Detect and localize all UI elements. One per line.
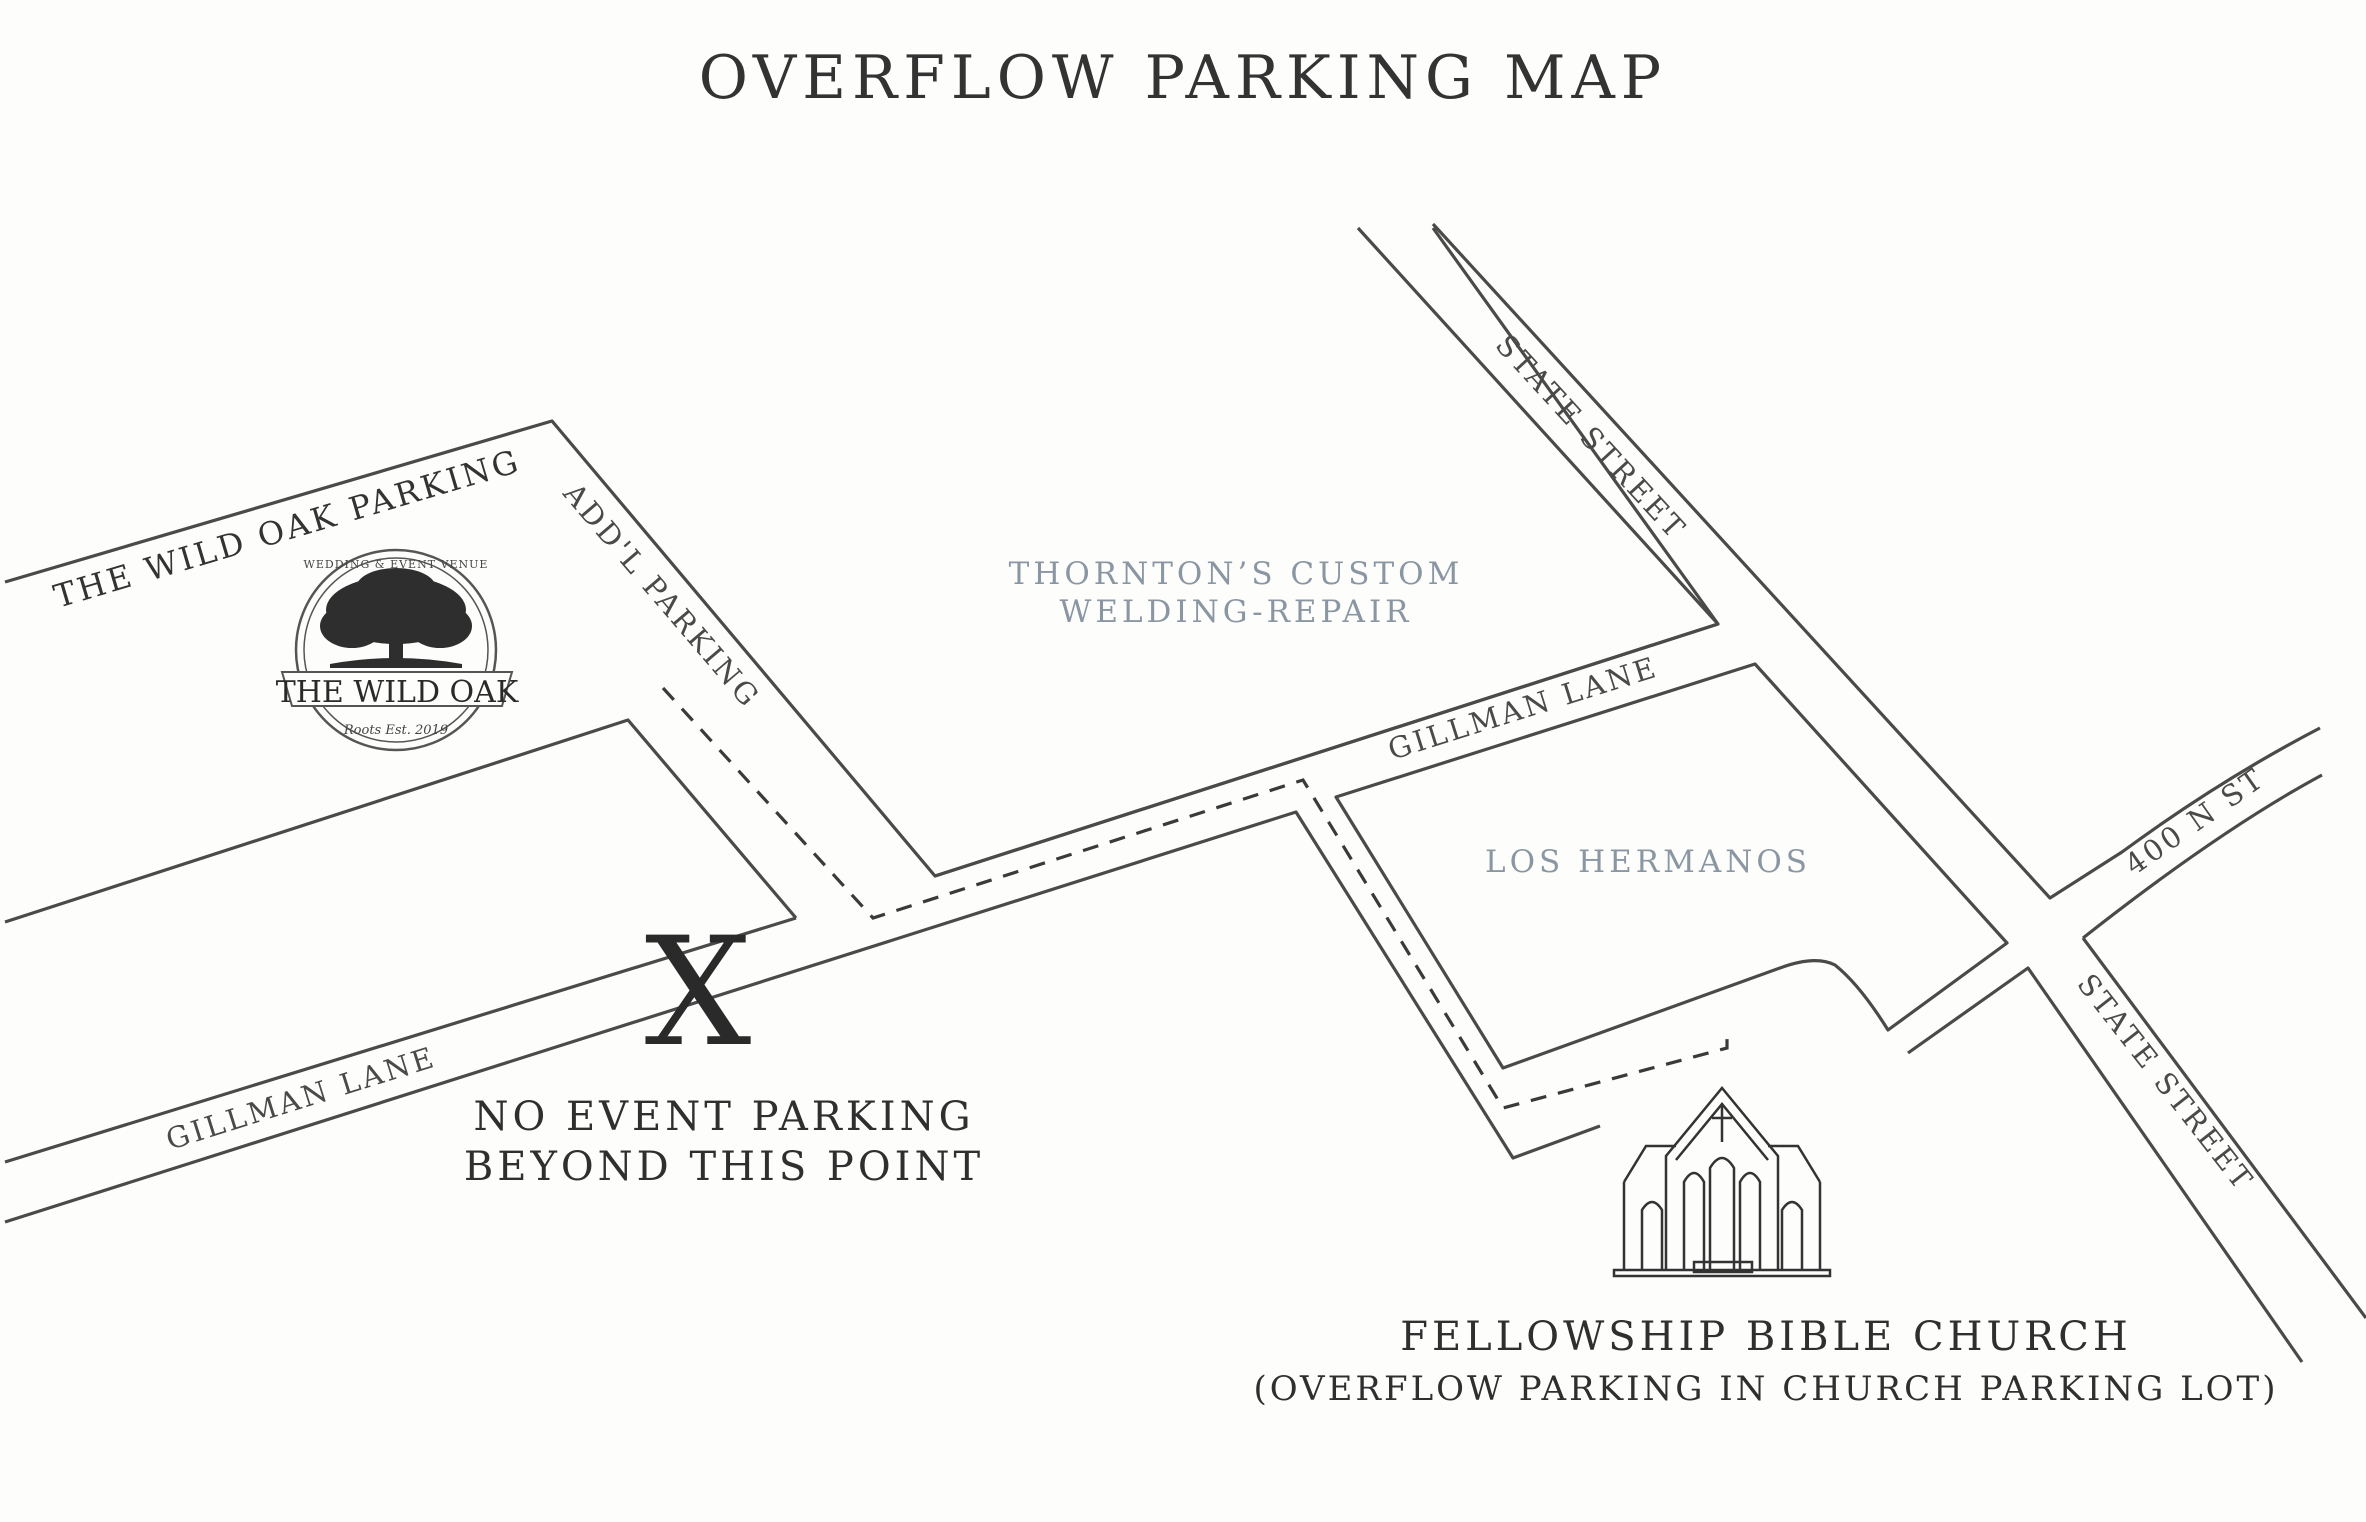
label-wild-oak-parking: THE WILD OAK PARKING bbox=[49, 442, 525, 616]
no-parking-line2: BEYOND THIS POINT bbox=[464, 1144, 984, 1190]
400-n-st-south-edge bbox=[2082, 773, 2323, 940]
overflow-route bbox=[661, 686, 1729, 1110]
logo-name: THE WILD OAK bbox=[276, 675, 519, 710]
gillman-lane-north-edge bbox=[934, 227, 1720, 878]
church-name: FELLOWSHIP BIBLE CHURCH bbox=[1400, 1314, 2132, 1360]
oak-tree-logo-icon: THE WILD OAK WEDDING & EVENT VENUE Roots… bbox=[276, 548, 519, 752]
gillman-lane-middle-edge bbox=[4, 916, 797, 1164]
gillman-lane-north-edge-west bbox=[4, 718, 798, 924]
label-state-street-lower: STATE STREET bbox=[2070, 967, 2260, 1197]
state-street-east-edge-south bbox=[2081, 937, 2366, 1319]
gillman-lane-south-edge bbox=[4, 810, 1601, 1224]
label-thorntons-line2: WELDING-REPAIR bbox=[1059, 594, 1412, 630]
route-addl-parking bbox=[661, 686, 1729, 1110]
label-los-hermanos: LOS HERMANOS bbox=[1485, 844, 1811, 880]
roads bbox=[4, 222, 2366, 1363]
label-addl-parking: ADD'L PARKING bbox=[556, 476, 767, 715]
logo-est: Roots Est. 2019 bbox=[343, 723, 448, 738]
logo-ring-text: WEDDING & EVENT VENUE bbox=[304, 558, 489, 571]
no-parking-line1: NO EVENT PARKING bbox=[473, 1094, 974, 1140]
state-street-west-edge-north bbox=[1356, 226, 1720, 626]
los-hermanos-block bbox=[1334, 662, 2009, 1070]
state-street-east-edge-north bbox=[1431, 222, 2321, 900]
label-thorntons-line1: THORNTON’S CUSTOM bbox=[1009, 556, 1464, 592]
map-title: OVERFLOW PARKING MAP bbox=[699, 43, 1667, 113]
label-400-n-st: 400 N ST bbox=[2119, 761, 2272, 882]
label-state-street-upper: STATE STREET bbox=[1489, 328, 1693, 547]
church-icon bbox=[1612, 1086, 1832, 1278]
wild-oak-parking-lot-outline bbox=[4, 419, 1719, 878]
church-note: (OVERFLOW PARKING IN CHURCH PARKING LOT) bbox=[1253, 1369, 2278, 1409]
state-street-west-edge-south bbox=[1907, 966, 2304, 1363]
no-parking-x-mark: X bbox=[645, 906, 752, 1080]
